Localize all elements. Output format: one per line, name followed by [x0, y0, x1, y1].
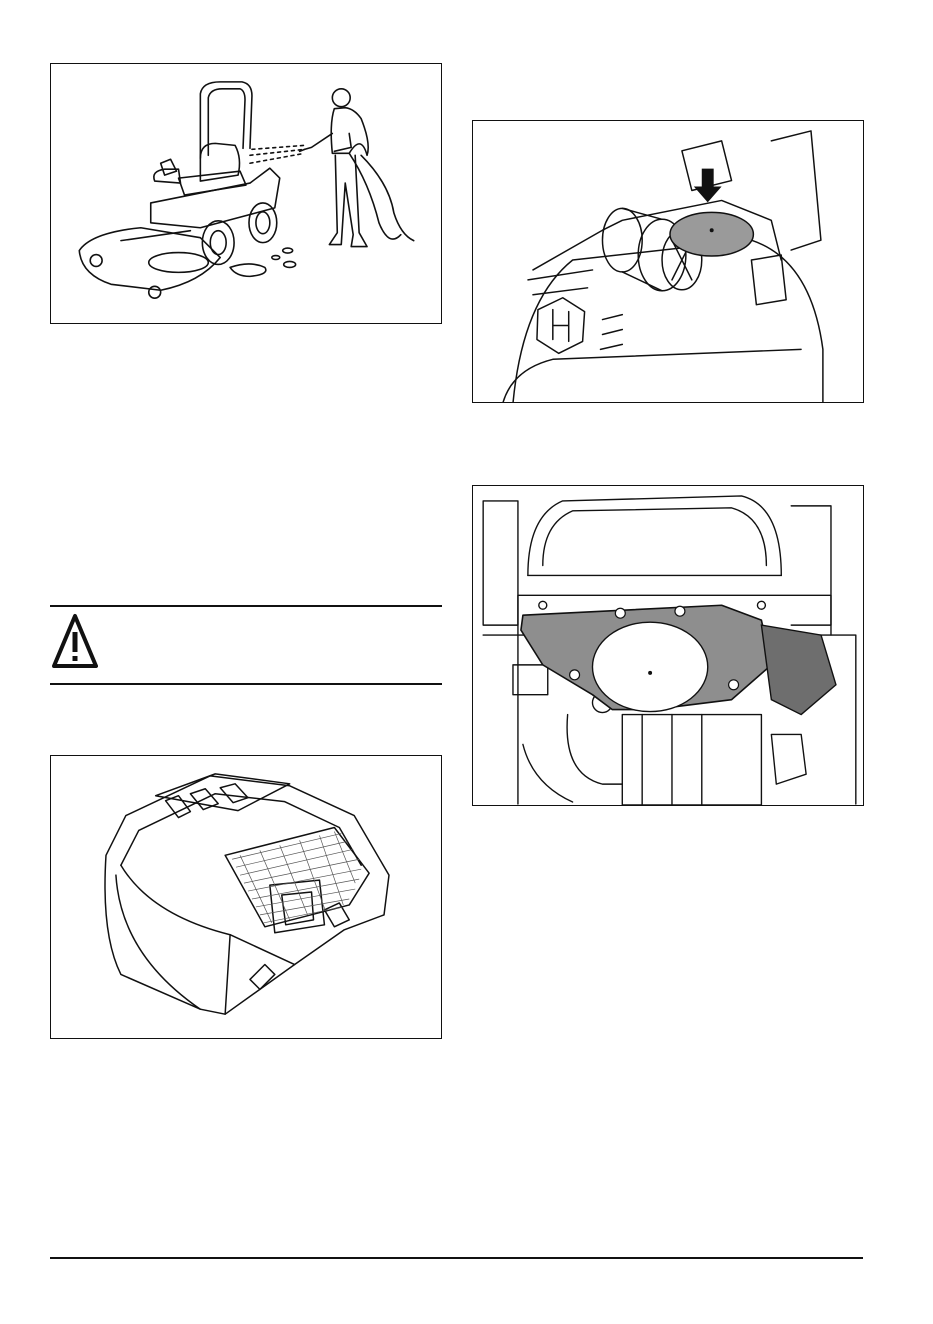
warning-triangle-icon: [52, 612, 98, 672]
figure-engine-shroud: [472, 485, 864, 806]
air-filter-illustration: [473, 121, 863, 402]
warning-top-rule: [50, 605, 442, 607]
engine-shroud-illustration: [473, 486, 863, 805]
figure-air-filter: [472, 120, 864, 403]
warning-box: [50, 608, 442, 682]
figure-engine-cover: [50, 755, 442, 1039]
washing-illustration: [51, 64, 441, 323]
footer-rule: [50, 1257, 863, 1259]
engine-cover-illustration: [51, 756, 441, 1038]
figure-washing: [50, 63, 442, 324]
warning-bottom-rule: [50, 683, 442, 685]
